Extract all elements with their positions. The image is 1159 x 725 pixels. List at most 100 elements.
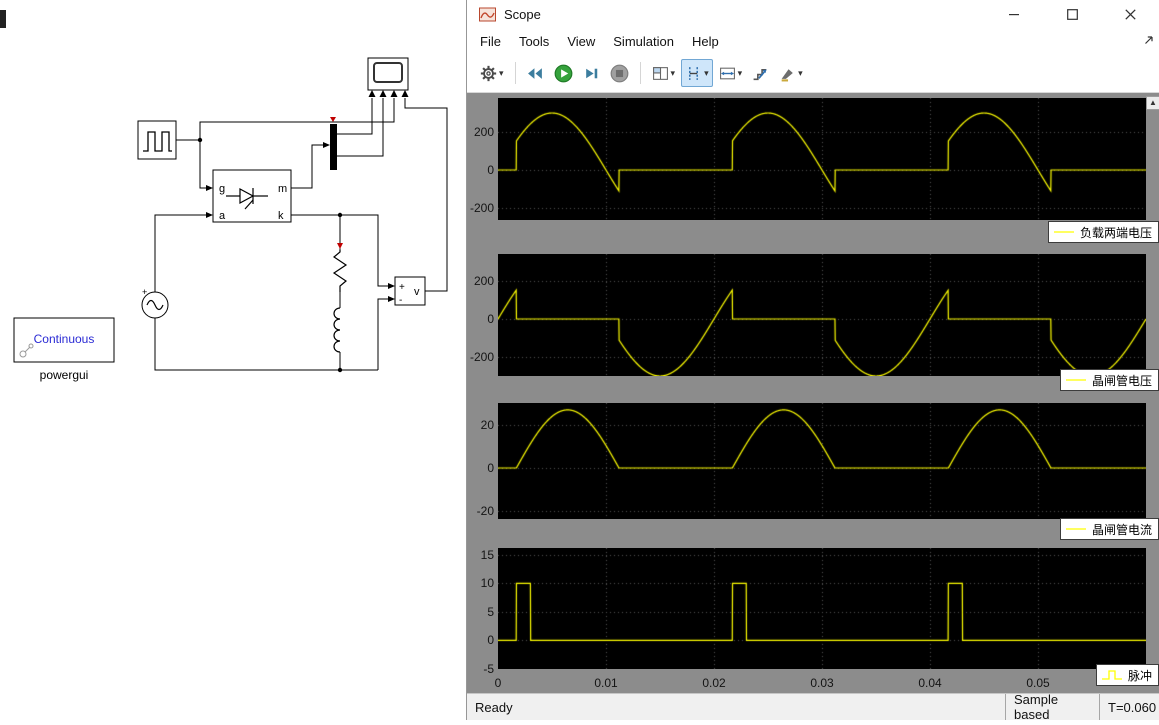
settings-gear-icon <box>480 65 497 82</box>
layout-icon <box>652 65 669 82</box>
step-forward-button[interactable] <box>579 59 604 87</box>
dropdown-caret-icon: ▾ <box>798 69 803 78</box>
minimize-button[interactable] <box>985 0 1043 28</box>
span-x-icon <box>719 65 736 82</box>
legend-1[interactable]: 负载两端电压 <box>1048 221 1159 243</box>
span-x-button[interactable]: ▾ <box>715 59 747 87</box>
x-tick-label: 0.03 <box>802 676 842 690</box>
powergui-block[interactable]: Continuous powergui <box>14 318 114 382</box>
thyristor-block[interactable]: g a m k <box>213 170 291 222</box>
minimize-icon <box>1009 9 1020 20</box>
port-label-m: m <box>278 183 287 195</box>
legend-3[interactable]: 晶闸管电流 <box>1060 518 1159 540</box>
stop-icon <box>610 64 629 83</box>
menu-tools[interactable]: Tools <box>510 31 558 52</box>
sim-time-indicator: T=0.060 <box>1099 694 1159 720</box>
signal-step-button[interactable] <box>748 59 773 87</box>
x-tick-label: 0.02 <box>694 676 734 690</box>
y-tick-label: 0 <box>467 312 494 326</box>
legend-4[interactable]: 脉冲 <box>1096 664 1159 686</box>
step-back-button[interactable] <box>523 59 548 87</box>
scope-block[interactable] <box>368 58 409 97</box>
maximize-icon <box>1067 9 1078 20</box>
toolbar-toggle-icon[interactable] <box>1143 34 1155 49</box>
step-back-icon <box>527 65 544 82</box>
voltage-measurement-block[interactable]: + - v <box>395 277 425 306</box>
step-forward-icon <box>583 65 600 82</box>
y-tick-label: -5 <box>467 662 494 676</box>
scope-plot-2[interactable] <box>498 254 1146 376</box>
pulse-generator-block[interactable] <box>138 121 176 159</box>
y-tick-label: 200 <box>467 125 494 139</box>
scroll-up-arrow-icon: ▲ <box>1149 99 1157 107</box>
vm-minus-label: - <box>399 295 402 306</box>
ac-voltage-source-block[interactable]: + <box>142 287 168 318</box>
y-tick-label: -200 <box>467 201 494 215</box>
y-tick-label: 15 <box>467 548 494 562</box>
simulink-model-canvas[interactable]: g a m k + <box>0 0 466 720</box>
signal-step-icon <box>752 65 769 82</box>
demux-alert-icon <box>330 117 336 122</box>
resistor-icon <box>334 250 346 292</box>
menu-file[interactable]: File <box>471 31 510 52</box>
legend-line-sample-icon <box>1053 226 1075 238</box>
y-tick-label: 20 <box>467 418 494 432</box>
demux-block[interactable] <box>330 117 337 170</box>
scope-plot-4[interactable] <box>498 548 1146 669</box>
close-icon <box>1125 9 1136 20</box>
menu-simulation[interactable]: Simulation <box>604 31 683 52</box>
x-tick-label: 0.01 <box>586 676 626 690</box>
highlight-button[interactable]: ▾ <box>775 59 807 87</box>
scope-app-icon <box>479 7 496 22</box>
legend-label: 晶闸管电压 <box>1092 372 1152 389</box>
scope-plot-1[interactable] <box>498 98 1146 220</box>
source-plus-label: + <box>142 287 147 297</box>
close-button[interactable] <box>1101 0 1159 28</box>
layout-button[interactable]: ▾ <box>648 59 680 87</box>
y-tick-label: -200 <box>467 350 494 364</box>
toolbar-separator <box>515 62 516 84</box>
branch-alert-icon <box>337 243 343 249</box>
y-tick-label: 0 <box>467 633 494 647</box>
inductor-icon <box>334 308 340 352</box>
menu-help[interactable]: Help <box>683 31 728 52</box>
legend-2[interactable]: 晶闸管电压 <box>1060 369 1159 391</box>
scroll-up-button[interactable]: ▲ <box>1146 96 1159 110</box>
stop-button[interactable] <box>606 59 633 87</box>
legend-line-sample-icon <box>1101 669 1123 681</box>
settings-button[interactable]: ▾ <box>476 59 508 87</box>
dropdown-caret-icon: ▾ <box>704 69 709 78</box>
powergui-mode-label: Continuous <box>34 332 95 346</box>
y-tick-label: 5 <box>467 605 494 619</box>
dropdown-caret-icon: ▾ <box>499 69 504 78</box>
window-edge-fragment <box>0 10 6 28</box>
y-tick-label: 200 <box>467 274 494 288</box>
y-tick-label: 0 <box>467 163 494 177</box>
vm-v-label: v <box>414 286 420 298</box>
scope-screen-icon <box>374 63 402 82</box>
toolbar: ▾ <box>467 54 1159 93</box>
y-tick-label: -20 <box>467 504 494 518</box>
run-button[interactable] <box>550 59 577 87</box>
run-icon <box>554 64 573 83</box>
legend-line-sample-icon <box>1065 374 1087 386</box>
menu-view[interactable]: View <box>558 31 604 52</box>
y-tick-label: 0 <box>467 461 494 475</box>
x-tick-label: 0 <box>478 676 518 690</box>
legend-label: 负载两端电压 <box>1080 224 1152 241</box>
dropdown-caret-icon: ▾ <box>671 69 676 78</box>
port-label-g: g <box>219 183 225 195</box>
vm-plus-label: + <box>399 282 405 293</box>
menu-bar: File Tools View Simulation Help <box>467 28 1159 54</box>
maximize-button[interactable] <box>1043 0 1101 28</box>
scope-input-ports <box>369 90 409 97</box>
x-tick-label: 0.05 <box>1018 676 1058 690</box>
sample-mode-indicator: Sample based <box>1005 694 1099 720</box>
legend-label: 晶闸管电流 <box>1092 521 1152 538</box>
cursor-measurements-button[interactable]: ▾ <box>681 59 713 87</box>
scope-plot-3[interactable] <box>498 403 1146 519</box>
x-tick-label: 0.04 <box>910 676 950 690</box>
title-bar[interactable]: Scope <box>467 0 1159 28</box>
toolbar-separator <box>640 62 641 84</box>
status-bar: Ready Sample based T=0.060 <box>467 693 1159 720</box>
